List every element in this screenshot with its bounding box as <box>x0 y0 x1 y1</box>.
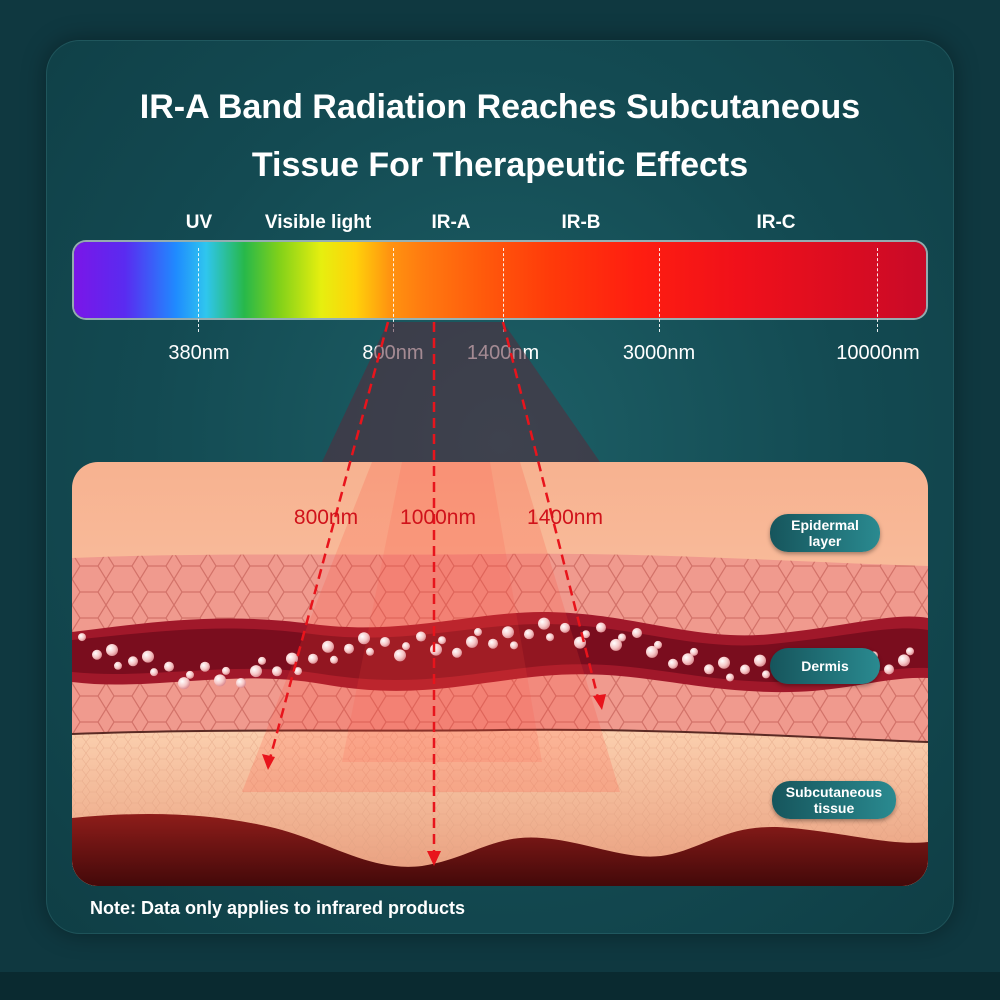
blood-cell <box>466 635 478 648</box>
spectrum-tick-800 <box>393 248 394 332</box>
blood-cell <box>330 655 338 664</box>
blood-cell <box>258 656 266 665</box>
layer-label-epidermal: Epidermal layer <box>770 514 880 552</box>
spectrum-bar <box>74 242 926 318</box>
blood-cell <box>898 654 910 667</box>
blood-cell <box>286 652 298 665</box>
blood-cell <box>582 630 590 639</box>
blood-cell <box>200 661 210 672</box>
blood-cell <box>402 642 410 651</box>
subcutaneous-line-2: tissue <box>813 800 855 816</box>
blood-cell <box>546 633 554 642</box>
spectrum-tick-10000 <box>877 248 878 332</box>
blood-cell <box>236 677 246 688</box>
blood-cell <box>366 647 374 656</box>
epidermal-line-1: Epidermal <box>791 517 859 533</box>
blood-cell <box>560 622 570 633</box>
blood-cell <box>358 632 370 645</box>
blood-cell <box>726 673 734 682</box>
blood-cell <box>430 643 442 656</box>
spectrum-tick-1400 <box>503 248 504 332</box>
blood-cell <box>250 665 262 678</box>
beam-label-800: 800nm <box>293 506 359 529</box>
wavelength-label-800: 800nm <box>362 342 424 364</box>
blood-cell <box>718 656 730 669</box>
layer-label-subcutaneous: Subcutaneous tissue <box>772 781 896 819</box>
blood-cell <box>754 654 766 667</box>
blood-cell <box>416 631 426 642</box>
blood-cell <box>142 650 154 663</box>
band-label-ir-b: IR-B <box>561 212 601 233</box>
blood-cell <box>488 638 498 649</box>
blood-cell <box>164 661 174 672</box>
blood-cell <box>178 677 190 690</box>
title-line-2: Tissue For Therapeutic Effects <box>251 146 749 184</box>
bottom-strip <box>0 972 1000 1000</box>
band-label-uv: UV <box>185 212 213 233</box>
spectrum-tick-3000 <box>659 248 660 332</box>
blood-cell <box>438 636 446 645</box>
blood-cell <box>538 617 550 630</box>
footnote: Note: Data only applies to infrared prod… <box>90 898 466 918</box>
blood-cell <box>308 653 318 664</box>
blood-cell <box>524 629 534 640</box>
blood-cell <box>222 666 230 675</box>
blood-cell <box>344 643 354 654</box>
blood-cell <box>668 658 678 669</box>
blood-cell <box>452 647 462 658</box>
blood-cell <box>704 664 714 675</box>
title-line-1: IR-A Band Radiation Reaches Subcutaneous <box>139 88 861 126</box>
wavelength-label-1400: 1400nm <box>466 342 540 364</box>
blood-cell <box>186 670 194 679</box>
blood-cell <box>128 656 138 667</box>
blood-cell <box>114 661 122 670</box>
blood-cell <box>646 645 658 658</box>
epidermal-line-2: layer <box>808 533 842 549</box>
blood-cell <box>474 628 482 637</box>
blood-cell <box>294 667 302 676</box>
blood-cell <box>654 640 662 649</box>
blood-cell <box>106 643 118 656</box>
blood-cell <box>596 622 606 633</box>
blood-cell <box>78 633 86 642</box>
blood-cell <box>690 647 698 656</box>
page-title: IR-A Band Radiation Reaches Subcutaneous… <box>46 78 954 194</box>
blood-cell <box>632 627 642 638</box>
blood-cell <box>618 633 626 642</box>
band-label-ir-a: IR-A <box>431 212 471 233</box>
blood-cell <box>92 649 102 660</box>
band-label-ir-c: IR-C <box>756 212 796 233</box>
blood-cell <box>610 638 622 651</box>
wavelength-label-3000: 3000nm <box>622 342 696 364</box>
spectrum-tick-380 <box>198 248 199 332</box>
blood-cell <box>380 636 390 647</box>
blood-cell <box>502 626 514 639</box>
blood-cell <box>762 670 770 679</box>
beam-label-1400: 1400nm <box>527 506 603 529</box>
blood-cell <box>884 664 894 675</box>
wavelength-label-380: 380nm <box>168 342 230 364</box>
blood-cell <box>272 666 282 677</box>
band-label-visible: Visible light <box>264 212 372 233</box>
blood-cell <box>214 674 226 687</box>
blood-cell <box>682 653 694 666</box>
blood-cell <box>510 641 518 650</box>
blood-cell <box>394 649 406 662</box>
subcutaneous-line-1: Subcutaneous <box>785 784 883 800</box>
blood-cell <box>906 647 914 656</box>
dermis-label-text: Dermis <box>801 658 849 674</box>
layer-label-dermis: Dermis <box>770 648 880 684</box>
blood-cell <box>150 668 158 677</box>
blood-cell <box>322 640 334 653</box>
beam-label-1000: 1000nm <box>400 506 476 529</box>
blood-cell <box>740 664 750 675</box>
blood-cell <box>574 636 586 649</box>
wavelength-label-10000: 10000nm <box>836 342 920 364</box>
